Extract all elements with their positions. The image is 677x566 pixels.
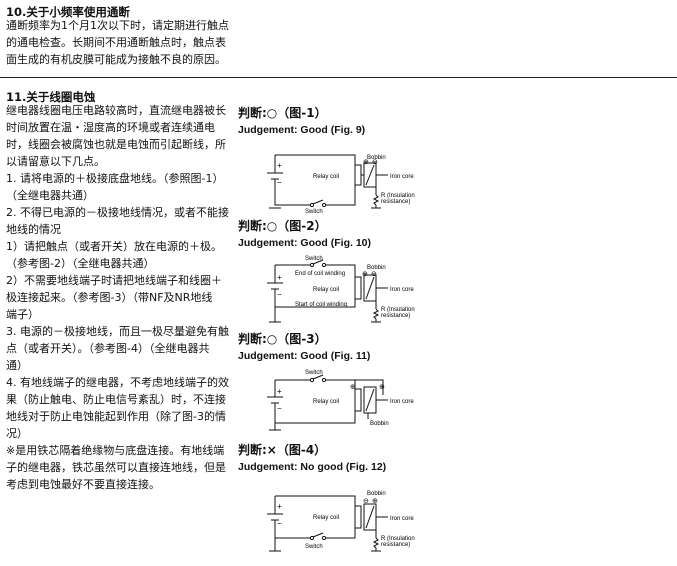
minus-circle-icon: ⊖ [372, 159, 378, 166]
figure-1-title: 判断:○（图-1） [238, 106, 327, 120]
circuit-label: resistance) [381, 542, 410, 548]
iron-core-label: Iron core [390, 174, 414, 180]
circuit-label: − [277, 519, 282, 528]
resistance-label: resistance) [381, 199, 410, 205]
figure-4-circuit: + − Relay coil Bobbin ⊖ ⊕ Iron core R (I… [267, 491, 415, 552]
section-10-title: 10.关于小频率使用通断 [6, 5, 130, 19]
minus-label: − [277, 178, 282, 187]
relay-coil-label: Relay coil [313, 174, 339, 180]
circuit-label: − [277, 290, 282, 299]
end-winding-label: End of coil winding [295, 271, 345, 277]
bobbin-label: Bobbin [367, 491, 386, 497]
plus-circle-icon: ⊕ [372, 498, 378, 505]
relay-coil-label: Relay coil [313, 399, 339, 405]
circuit-label: R (Insulation [381, 536, 415, 542]
figure-3-title: 判断:○（图-3） [238, 332, 327, 346]
section-11-body: 继电器线圈电压电路较高时，直流继电器被长 时间放置在温・湿度高的环境或者连续通电… [6, 104, 229, 491]
figure-2-circuit: + − Switch End of coil winding Relay coi… [267, 256, 415, 323]
circuit-label: − [277, 404, 282, 413]
r-insulation-label: R (Insulation [381, 193, 415, 199]
circuit-label: Iron core [390, 399, 414, 405]
circuit-label: + [277, 273, 282, 282]
switch-label: Switch [305, 209, 323, 215]
switch-label: Switch [305, 256, 323, 262]
start-winding-label: Start of coil winding [295, 302, 347, 308]
plus-circle-icon: ⊕ [379, 384, 385, 391]
circuit-label: Bobbin [367, 265, 386, 271]
bobbin-label: Bobbin [367, 155, 386, 161]
circuit-label: + [277, 502, 282, 511]
circuit-label: Iron core [390, 516, 414, 522]
bobbin-label: Bobbin [370, 421, 389, 427]
figure-2-title: 判断:○（图-2） [238, 219, 327, 233]
plus-circle-icon: ⊕ [362, 271, 368, 278]
plus-circle-icon: ⊕ [350, 384, 356, 391]
relay-coil-label: Relay coil [313, 515, 339, 521]
switch-label: Switch [305, 544, 323, 550]
minus-circle-icon: ⊖ [371, 271, 377, 278]
figure-4-title: 判断:×（图-4） [238, 443, 327, 457]
circuit-label: Iron core [390, 287, 414, 293]
switch-label: Switch [305, 370, 323, 376]
figure-3-circuit: + − Switch Relay coil ⊕ ⊕ Iron core Bobb… [267, 370, 414, 431]
circuit-label: + [277, 387, 282, 396]
divider [0, 77, 677, 78]
figure-1-subtitle: Judgement: Good (Fig. 9) [238, 124, 366, 136]
figure-3-subtitle: Judgement: Good (Fig. 11) [238, 350, 371, 362]
circuit-label: R (Insulation [381, 307, 415, 313]
section-10-body: 通断频率为1个月1次以下时，请定期进行触点 的通电检查。长期间不用通断触点时，触… [6, 19, 229, 66]
figure-4-subtitle: Judgement: No good (Fig. 12) [238, 461, 387, 473]
section-11-title: 11.关于线圈电蚀 [6, 90, 96, 104]
plus-circle-icon: ⊕ [363, 159, 369, 166]
minus-circle-icon: ⊖ [363, 498, 369, 505]
figure-2-subtitle: Judgement: Good (Fig. 10) [238, 237, 371, 249]
plus-label: + [277, 161, 282, 170]
relay-coil-label: Relay coil [313, 287, 339, 293]
circuit-label: resistance) [381, 313, 410, 319]
figure-1-circuit: + − Relay coil Bobbin ⊕ ⊖ Iron core R (I… [267, 154, 415, 215]
